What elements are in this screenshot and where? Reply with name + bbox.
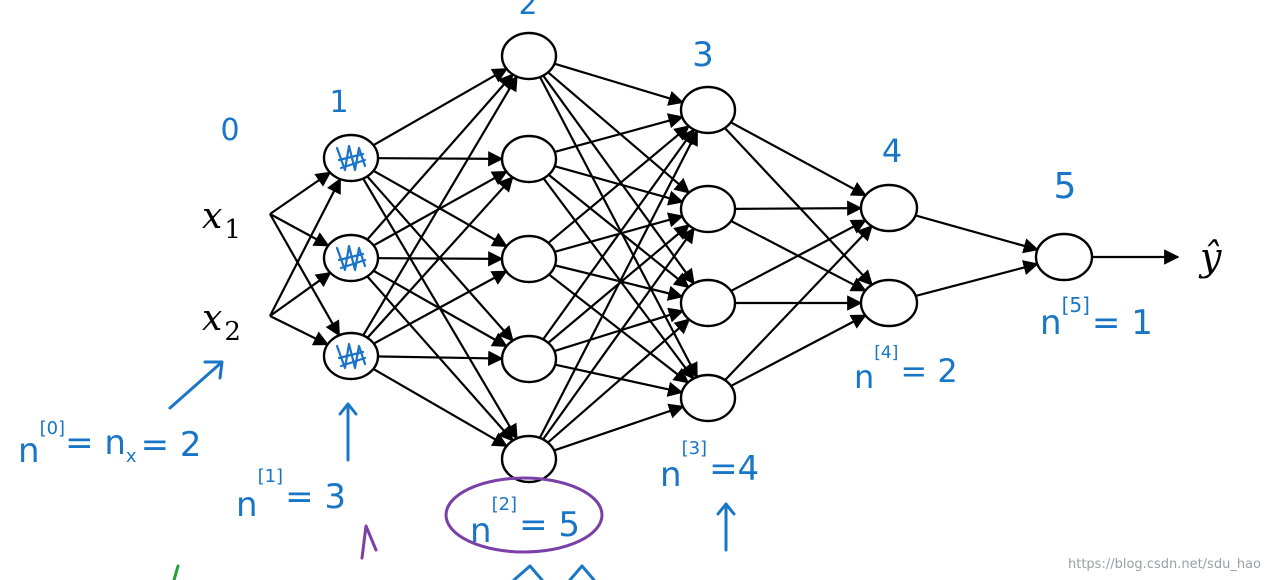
edge-l1n3-l2n2 [366,176,514,339]
edge-l3n1-l4n2 [724,127,873,286]
edge-x1-l1n3 [269,213,341,337]
edge-l3n2-l4n1 [734,200,863,216]
n0-count-label: n[0]= nx= 2 [18,418,202,471]
edge-l2n2-l3n3 [547,173,690,289]
scribble-l1-n3-icon [335,342,367,370]
edge-l3n4-l4n1 [724,224,873,381]
edge-l1n3-l2n5 [372,367,508,448]
edge-x1-l1n1 [269,171,332,215]
neuron-l2-n5 [500,434,558,484]
input-x2-label: x2 [202,298,241,347]
neuron-l3-n2 [679,184,737,234]
edge-l2n3-l3n3 [554,264,684,301]
edge-l3n4-l4n2 [730,314,867,387]
edge-l1n1-l2n1 [372,67,508,147]
layer-2-index-label: 2 [518,0,537,22]
edge-l3n1-l4n1 [730,121,867,197]
neuron-l3-n4 [679,373,737,423]
layer-1-index-label: 1 [329,85,348,120]
neuron-l2-n4 [500,334,558,384]
n5-count-label: n[5]= 1 [1040,293,1153,343]
n2-highlight-circle [444,476,604,554]
edge-x2-l1n3 [269,315,330,346]
edge-l3n3-l4n1 [730,219,867,292]
edge-x1-l1n2 [269,213,330,247]
neurons [322,31,1094,484]
edge-l4n1-l5n1 [915,214,1039,254]
edge-x2-l1n1 [269,177,342,317]
edge-l2n2-l3n4 [542,177,695,380]
n3-count-label: n[3]=4 [660,438,759,495]
edge-l1n3-l2n3 [373,270,508,345]
layer-4-index-label: 4 [882,132,902,170]
edge-l2n4-l3n3 [554,307,685,353]
neuron-l4-n1 [859,183,919,233]
scribble-l1-n2-icon [335,244,367,272]
n1-count-label: n[1]= 3 [236,466,346,525]
n0-arrow-icon [168,360,224,410]
neuron-l2-n1 [500,31,558,81]
edge-l2n2-l3n1 [554,113,684,154]
edge-l2n5-l3n3 [547,318,691,444]
watermark: https://blog.csdn.net/sdu_hao [1068,557,1261,572]
output-yhat-label: ŷ [1198,235,1222,279]
edge-l2n1-l3n1 [554,62,685,106]
edge-l2n3-l3n4 [548,273,690,384]
layer-0-index-label: 0 [220,113,239,148]
edge-l1n3-l2n4 [377,350,504,367]
input-x1-label: x1 [202,196,241,245]
n1-purple-mark-icon [360,524,378,560]
edge-l2n4-l3n4 [554,363,684,397]
edge-l2n5-l3n4 [553,403,685,452]
edge-x2-l1n2 [269,271,332,317]
neuron-l4-n2 [859,278,919,328]
edge-l2n4-l3n1 [542,128,695,341]
edge-l1n2-l2n1 [366,73,514,241]
n2-count-label: n[2]= 5 [470,494,580,551]
edge-l2n1-l3n4 [539,76,698,379]
connections [269,62,1180,452]
n3-arrow-icon [716,502,736,552]
n4-count-label: n[4]= 2 [854,343,958,396]
edge-l2n1-l3n2 [547,71,691,194]
edge-l1n3-l2n1 [362,75,518,337]
layer-3-index-label: 3 [692,35,714,75]
edge-l2n5-l3n1 [538,129,699,439]
layer-5-index-label: 5 [1054,166,1077,207]
edge-l2n5-l3n2 [542,227,695,441]
neuron-l3-n3 [679,278,737,328]
edge-l1n2-l2n2 [373,170,508,247]
neuron-l5-n1 [1034,232,1094,282]
green-mark-icon [172,564,180,580]
scribble-l1-n1-icon [335,144,367,172]
edge-l2n3-l3n1 [547,125,690,244]
neuron-l2-n3 [500,234,558,284]
edge-l4n2-l5n1 [915,260,1039,298]
n1-arrow-icon [338,402,358,462]
neuron-l2-n2 [500,134,558,184]
edge-l2n1-l3n3 [542,74,695,285]
neuron-l3-n1 [679,85,737,135]
n2-arrows-icon [512,564,596,580]
